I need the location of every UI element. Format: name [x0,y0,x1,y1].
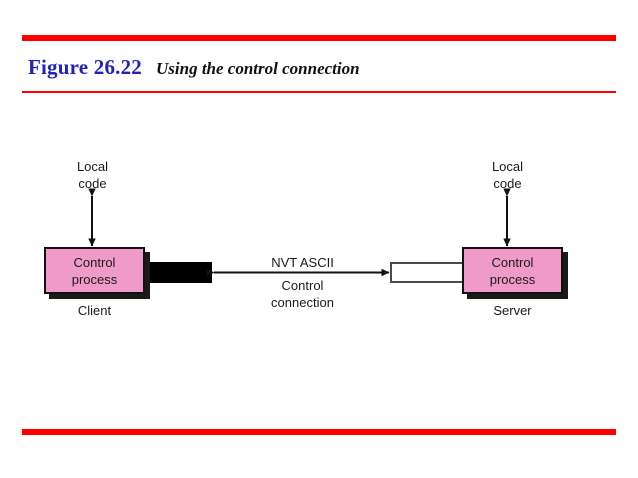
control-connection-line1: Control [281,278,324,293]
server-local-code-label: Local code [457,158,558,192]
server-local-code-line1: Local [491,159,524,174]
server-local-code-line2: code [493,176,522,191]
client-caption: Client [77,303,112,318]
client-control-process-box[interactable]: Control process [44,247,145,294]
server-box-line2: process [489,271,536,287]
client-local-code-line2: code [78,176,107,191]
server-box-line1: Control [491,254,534,270]
figure-caption: Using the control connection [156,59,360,78]
header-separator-rule [22,91,616,93]
server-caption: Server [493,303,532,318]
server-control-process-box[interactable]: Control process [462,247,563,294]
nvt-ascii-label: NVT ASCII [271,255,334,270]
control-connection-line2: connection [271,295,334,310]
bottom-red-rule [22,429,616,435]
client-local-code-label: Local code [42,158,143,192]
control-connection-label: Control connection [215,277,390,311]
top-red-rule [22,35,616,41]
client-local-code-line1: Local [76,159,109,174]
client-box-line1: Control [73,254,116,270]
page-title: Figure 26.22 Using the control connection [28,55,360,80]
client-connector-stub [143,262,212,283]
client-box-line2: process [71,271,118,287]
figure-number: Figure 26.22 [28,55,143,79]
